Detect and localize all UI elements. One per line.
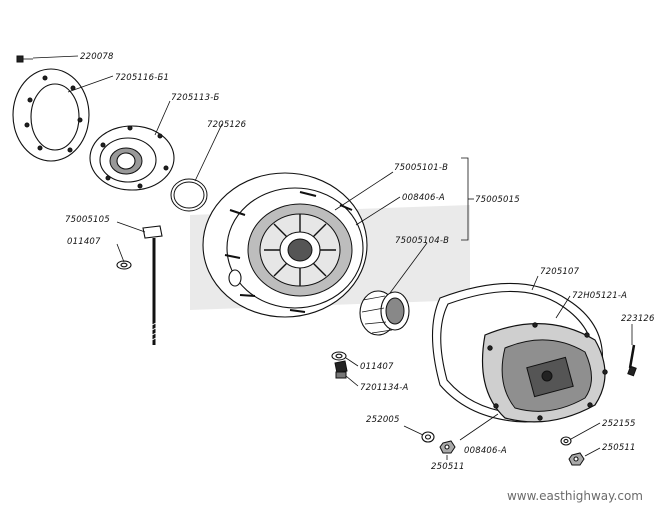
flange-7205113: [89, 125, 175, 191]
label-7205113: 7205113-Б: [171, 93, 220, 103]
screw-223126: [627, 344, 637, 377]
label-220078: 220078: [80, 52, 114, 62]
label-7205126: 7205126: [207, 120, 247, 130]
label-252005: 252005: [366, 415, 400, 425]
washer-252155: [560, 436, 572, 446]
label-008406-bottom: 008406-А: [464, 446, 507, 456]
label-250511-bottom: 250511: [431, 462, 465, 472]
label-75005105: 75005105: [65, 215, 110, 225]
label-7205107: 7205107: [540, 267, 580, 277]
watermark-url: www.easthighway.com: [507, 489, 643, 503]
bolt-75005105: [142, 225, 163, 345]
screw-220078: [16, 55, 33, 63]
bearing-75005104: [359, 290, 410, 336]
label-75005101: 75005101-В: [394, 163, 448, 173]
label-7205116: 7205116-Б1: [115, 73, 169, 83]
oring-7205126: [170, 178, 208, 212]
wheel-hub-75005015: [202, 172, 368, 318]
hub-cover-72h05121: [481, 322, 608, 423]
gasket-7205116: [12, 68, 90, 162]
label-011407-mid: 011407: [360, 362, 394, 372]
label-008406-top: 008406-А: [402, 193, 445, 203]
washer-011407-mid: [331, 351, 347, 361]
washer-011407-left: [116, 260, 132, 270]
label-250511-right: 250511: [602, 443, 636, 453]
label-223126: 223126: [621, 314, 655, 324]
plug-7201134: [334, 360, 348, 379]
label-7201134: 7201134-А: [360, 383, 409, 393]
leader-lines: [32, 55, 633, 460]
label-72h05121: 72Н05121-А: [572, 291, 627, 301]
label-75005104: 75005104-В: [395, 236, 449, 246]
label-011407-left: 011407: [67, 237, 101, 247]
nut-250511-right: [568, 452, 585, 466]
washer-252005: [421, 431, 435, 443]
label-252155: 252155: [602, 419, 636, 429]
nut-250511-bottom: [439, 440, 456, 454]
label-75005015: 75005015: [475, 195, 520, 205]
